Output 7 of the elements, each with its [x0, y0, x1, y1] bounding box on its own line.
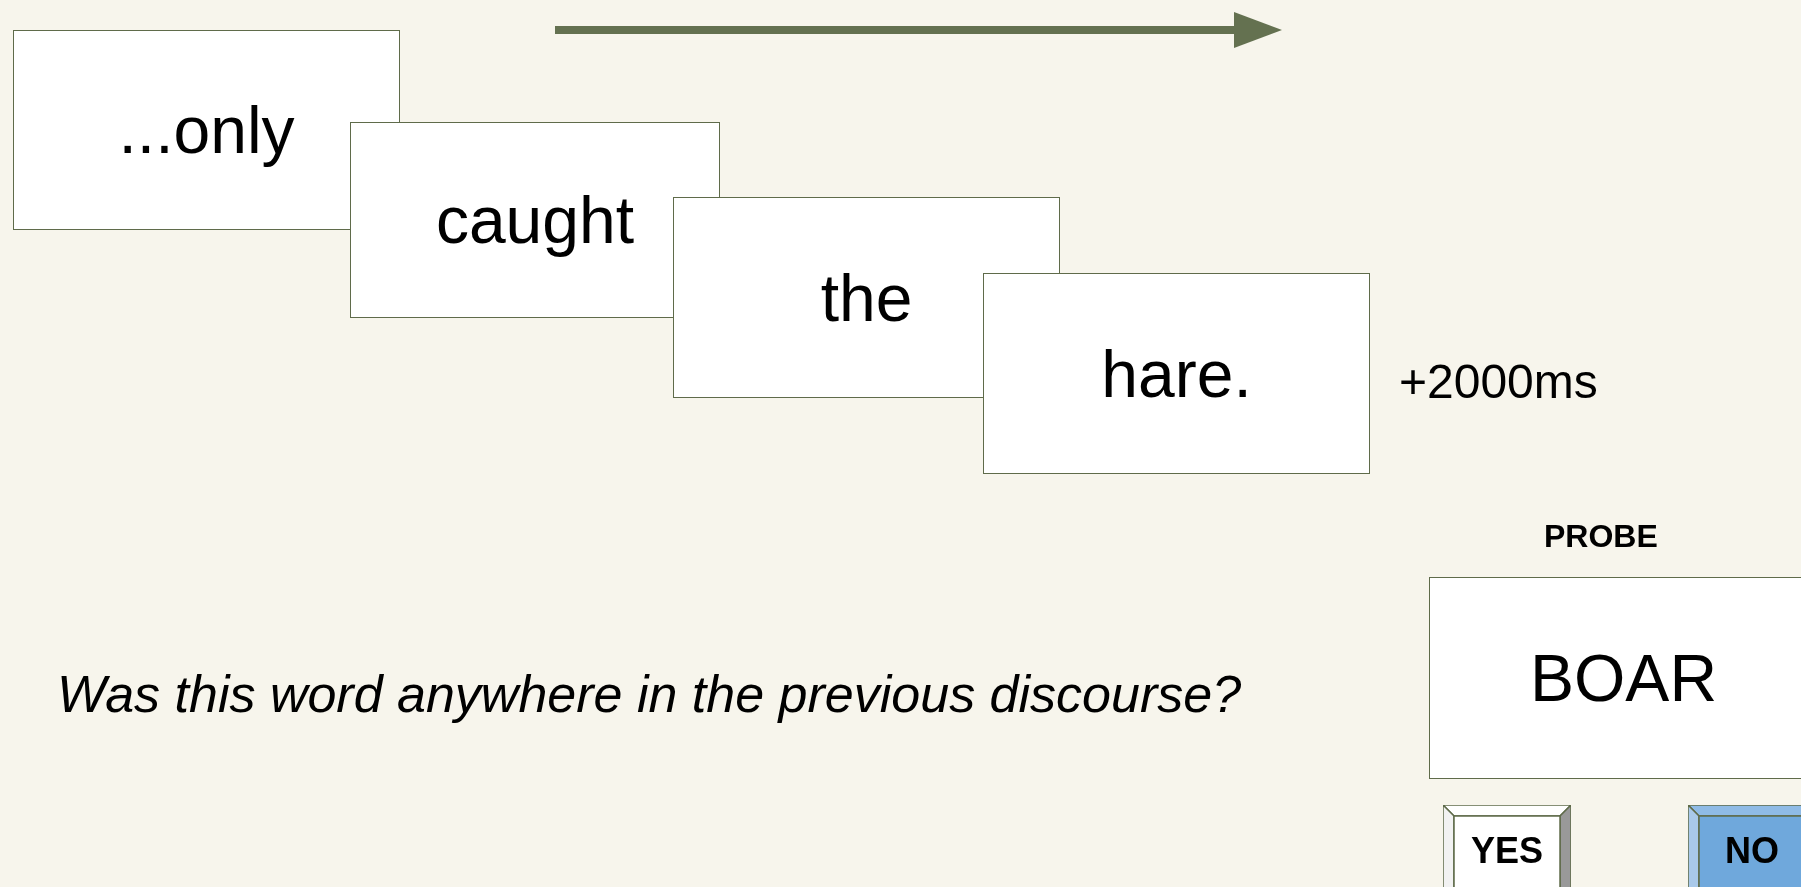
- probe-word: BOAR: [1530, 645, 1718, 711]
- word-text: hare.: [1101, 340, 1252, 407]
- duration-text: +2000ms: [1399, 357, 1598, 406]
- probe-heading: PROBE: [1544, 520, 1658, 552]
- word-text: the: [820, 264, 913, 331]
- word-card: [13, 30, 400, 230]
- word-card: [350, 122, 720, 318]
